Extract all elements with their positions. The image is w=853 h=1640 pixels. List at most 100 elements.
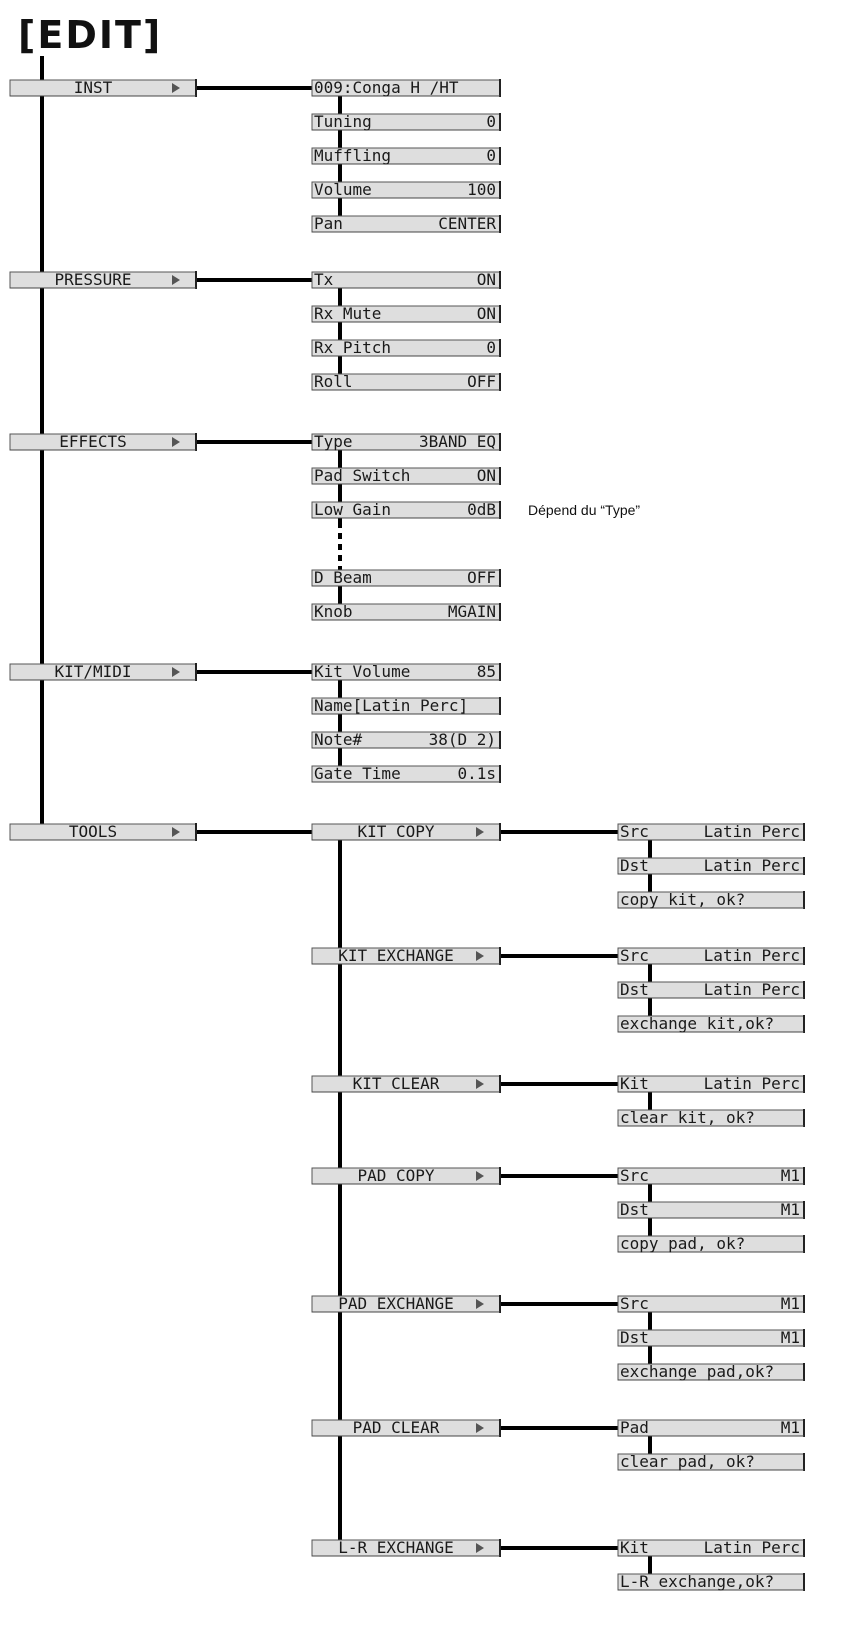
param-value: 0	[486, 146, 496, 165]
param-name: Src	[620, 1294, 649, 1313]
menu-4: TOOLS	[9, 822, 197, 841]
menu-label: KIT/MIDI	[54, 662, 131, 681]
param-row: copy kit, ok?	[617, 890, 805, 909]
menu-label: INST	[74, 78, 113, 97]
param-name: copy pad, ok?	[620, 1234, 745, 1253]
param-value: Latin Perc	[704, 1074, 800, 1093]
param-value: 0	[486, 338, 496, 357]
param-name: Roll	[314, 372, 353, 391]
param-name: Rx Pitch	[314, 338, 391, 357]
param-name: Kit	[620, 1538, 649, 1557]
submenu-5: PAD CLEAR	[311, 1418, 501, 1437]
param-row: clear pad, ok?	[617, 1452, 805, 1471]
param-name: Muffling	[314, 146, 391, 165]
triangle-right-icon	[476, 1079, 484, 1089]
param-name: clear kit, ok?	[620, 1108, 755, 1127]
param-value: 3BAND EQ	[419, 432, 496, 451]
param-row: Gate Time 0.1s	[311, 764, 501, 783]
submenu-3: PAD COPY	[311, 1166, 501, 1185]
menu-label: KIT CLEAR	[353, 1074, 440, 1093]
param-name: Kit Volume	[314, 662, 410, 681]
triangle-right-icon	[476, 1423, 484, 1433]
param-name: Dst	[620, 1328, 649, 1347]
param-value: 100	[467, 180, 496, 199]
param-value: M1	[781, 1294, 800, 1313]
menu-2: EFFECTS	[9, 432, 197, 451]
param-row: Kit Volume 85	[311, 662, 501, 681]
param-value: 0.1s	[457, 764, 496, 783]
param-value: 85	[477, 662, 496, 681]
param-row: 009:Conga H /HT	[311, 78, 501, 97]
triangle-right-icon	[172, 667, 180, 677]
menu-label: PAD EXCHANGE	[338, 1294, 454, 1313]
param-row: Type 3BAND EQ	[311, 432, 501, 451]
triangle-right-icon	[476, 1171, 484, 1181]
menu-label: KIT COPY	[357, 822, 434, 841]
submenu-0: KIT COPY	[311, 822, 501, 841]
param-row: exchange kit,ok?	[617, 1014, 805, 1033]
menu-label: EFFECTS	[59, 432, 126, 451]
param-value: OFF	[467, 568, 496, 587]
param-value: ON	[477, 270, 496, 289]
param-row: Note#38(D 2)	[311, 730, 501, 749]
param-value: Latin Perc	[704, 1538, 800, 1557]
param-name: Volume	[314, 180, 372, 199]
param-name: Gate Time	[314, 764, 401, 783]
param-name: Src	[620, 1166, 649, 1185]
param-row: clear kit, ok?	[617, 1108, 805, 1127]
submenu-1: KIT EXCHANGE	[311, 946, 501, 965]
param-name: Src	[620, 946, 649, 965]
param-value: ON	[477, 466, 496, 485]
param-name: Kit	[620, 1074, 649, 1093]
param-name: Tuning	[314, 112, 372, 131]
param-value: M1	[781, 1166, 800, 1185]
triangle-right-icon	[476, 827, 484, 837]
submenu-6: L-R EXCHANGE	[311, 1538, 501, 1557]
lcd-box-bg	[311, 271, 501, 289]
param-row: Src M1	[617, 1166, 805, 1185]
param-value: Latin Perc	[704, 980, 800, 999]
param-name: Src	[620, 822, 649, 841]
param-row: L-R exchange,ok?	[617, 1572, 805, 1591]
triangle-right-icon	[172, 437, 180, 447]
param-name: 009:Conga H /HT	[314, 78, 459, 97]
param-row: Kit Latin Perc	[617, 1074, 805, 1093]
note-text: Dépend du “Type”	[528, 502, 640, 518]
diagram-title: [EDIT]	[18, 13, 162, 57]
param-name: Type	[314, 432, 353, 451]
param-row: Src Latin Perc	[617, 946, 805, 965]
param-row: Volume 100	[311, 180, 501, 199]
param-value: Latin Perc	[704, 946, 800, 965]
param-name: Pad Switch	[314, 466, 410, 485]
menu-0: INST	[9, 78, 197, 97]
menu-label: PRESSURE	[54, 270, 131, 289]
param-value: MGAIN	[448, 602, 496, 621]
param-value: 0	[486, 112, 496, 131]
param-name: Name[Latin Perc]	[314, 696, 468, 715]
param-name: Low Gain	[314, 500, 391, 519]
submenu-4: PAD EXCHANGE	[311, 1294, 501, 1313]
param-row: Pad Switch ON	[311, 466, 501, 485]
param-row: Muffling 0	[311, 146, 501, 165]
param-name: exchange pad,ok?	[620, 1362, 774, 1381]
triangle-right-icon	[172, 827, 180, 837]
triangle-right-icon	[476, 1299, 484, 1309]
param-name: Rx Mute	[314, 304, 381, 323]
menu-1: PRESSURE	[9, 270, 197, 289]
triangle-right-icon	[172, 275, 180, 285]
menu-label: PAD CLEAR	[353, 1418, 440, 1437]
param-value: CENTER	[438, 214, 496, 233]
param-row: copy pad, ok?	[617, 1234, 805, 1253]
param-name: clear pad, ok?	[620, 1452, 755, 1471]
param-row: Name[Latin Perc]	[311, 696, 501, 715]
submenu-2: KIT CLEAR	[311, 1074, 501, 1093]
param-name: Dst	[620, 856, 649, 875]
